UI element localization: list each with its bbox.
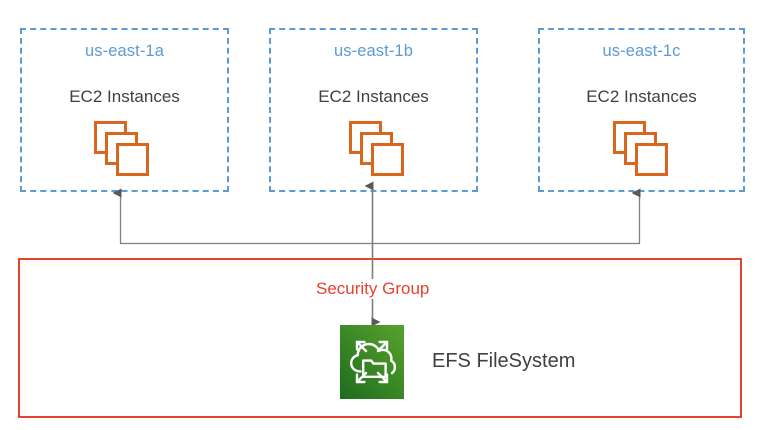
ec2-instances-icon[interactable]	[349, 121, 411, 177]
ec2-square-front	[635, 143, 668, 176]
availability-zone-label-us-east-1b: us-east-1b	[334, 42, 413, 60]
efs-filesystem-label: EFS FileSystem	[432, 350, 576, 372]
ec2-square-front	[371, 143, 404, 176]
resource-label-us-east-1c: EC2 Instances	[586, 87, 697, 106]
ec2-square-front	[116, 143, 149, 176]
efs-filesystem-icon[interactable]	[340, 325, 404, 399]
ec2-instances-icon[interactable]	[94, 121, 156, 177]
availability-zone-label-us-east-1a: us-east-1a	[85, 42, 164, 60]
ec2-instances-icon[interactable]	[613, 121, 675, 177]
efs-cloud-folder-glyph	[350, 340, 397, 384]
availability-zone-label-us-east-1c: us-east-1c	[602, 42, 681, 60]
resource-label-us-east-1a: EC2 Instances	[69, 87, 180, 106]
availability-zone-us-east-1c[interactable]	[538, 28, 745, 192]
resource-label-us-east-1b: EC2 Instances	[318, 87, 429, 106]
availability-zone-us-east-1a[interactable]	[20, 28, 229, 192]
security-group-label: Security Group	[314, 279, 432, 299]
